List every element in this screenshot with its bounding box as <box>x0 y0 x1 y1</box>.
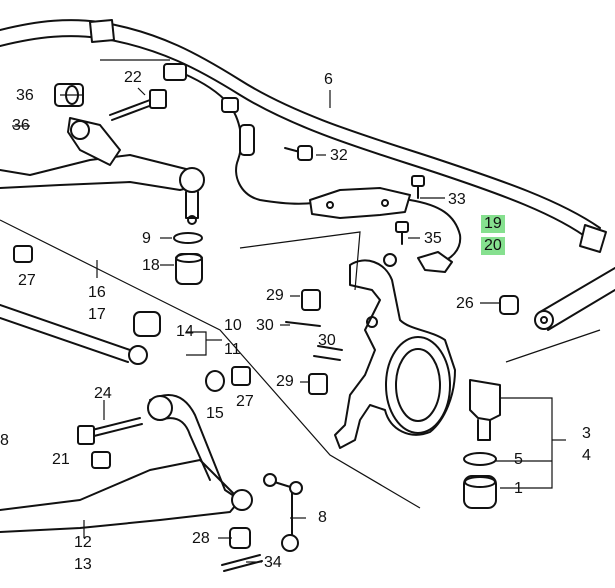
callout-5[interactable]: 5 <box>514 451 523 468</box>
callout-9[interactable]: 9 <box>142 230 151 247</box>
bolt-35 <box>395 221 409 245</box>
callout-27-center[interactable]: 27 <box>236 393 254 410</box>
nut-27-center <box>231 366 251 386</box>
nut-21 <box>91 451 111 469</box>
bolt-34 <box>221 554 263 572</box>
callout-8-edge[interactable]: 8 <box>0 432 9 449</box>
callout-10[interactable]: 10 <box>224 317 242 334</box>
callout-13[interactable]: 13 <box>74 556 92 573</box>
callout-36-left[interactable]: 36 <box>12 117 30 134</box>
ball-joint <box>469 379 501 441</box>
callout-34[interactable]: 34 <box>264 554 282 571</box>
bolt-24 <box>77 417 143 445</box>
callout-24[interactable]: 24 <box>94 385 112 402</box>
callout-29-lower[interactable]: 29 <box>276 373 294 390</box>
callout-35[interactable]: 35 <box>424 230 442 247</box>
callout-6[interactable]: 6 <box>324 71 333 88</box>
sensor-harness <box>163 63 462 263</box>
nut-27-left <box>13 245 33 263</box>
callout-30-lower[interactable]: 30 <box>318 332 336 349</box>
callout-20-highlighted[interactable]: 20 <box>481 237 505 255</box>
callout-30-upper[interactable]: 30 <box>256 317 274 334</box>
callout-15[interactable]: 15 <box>206 405 224 422</box>
nut-26 <box>499 295 519 315</box>
bolt-32 <box>284 145 313 161</box>
callout-17[interactable]: 17 <box>88 306 106 323</box>
bolt-30-upper <box>285 321 321 327</box>
callout-21[interactable]: 21 <box>52 451 70 468</box>
callout-19-highlighted[interactable]: 19 <box>481 215 505 233</box>
callout-12[interactable]: 12 <box>74 534 92 551</box>
stabilizer-bar <box>0 19 607 253</box>
callout-16[interactable]: 16 <box>88 284 106 301</box>
callout-29-upper[interactable]: 29 <box>266 287 284 304</box>
bushing-29-lower <box>308 373 328 395</box>
callout-14[interactable]: 14 <box>176 323 194 340</box>
stabilizer-link <box>534 267 615 331</box>
callout-8[interactable]: 8 <box>318 509 327 526</box>
lower-control-arm <box>0 394 253 533</box>
callout-4[interactable]: 4 <box>582 447 591 464</box>
callout-1[interactable]: 1 <box>514 480 523 497</box>
stabilizer-link-8 <box>263 473 303 552</box>
radius-rod <box>0 304 161 365</box>
callout-18[interactable]: 18 <box>142 257 160 274</box>
bushing-5-1 <box>463 452 497 509</box>
wheel-speed-sensor <box>417 251 453 273</box>
steering-knuckle <box>334 253 456 449</box>
washer-15 <box>205 370 225 392</box>
bolt-30-lower <box>313 345 343 361</box>
bushing-29-upper <box>301 289 321 311</box>
callout-36-top[interactable]: 36 <box>16 87 34 104</box>
callout-28[interactable]: 28 <box>192 530 210 547</box>
upper-control-arm <box>0 117 205 225</box>
bushing-9-18 <box>173 232 203 285</box>
callout-33[interactable]: 33 <box>448 191 466 208</box>
callout-22[interactable]: 22 <box>124 69 142 86</box>
leader-lines <box>0 59 601 563</box>
sensor-bracket <box>309 187 411 219</box>
bolt-33 <box>411 175 425 199</box>
bolt-22 <box>109 89 167 121</box>
callout-11[interactable]: 11 <box>224 341 241 358</box>
callout-32[interactable]: 32 <box>330 147 348 164</box>
callout-3[interactable]: 3 <box>582 425 591 442</box>
callout-27-left[interactable]: 27 <box>18 272 36 289</box>
callout-26[interactable]: 26 <box>456 295 474 312</box>
